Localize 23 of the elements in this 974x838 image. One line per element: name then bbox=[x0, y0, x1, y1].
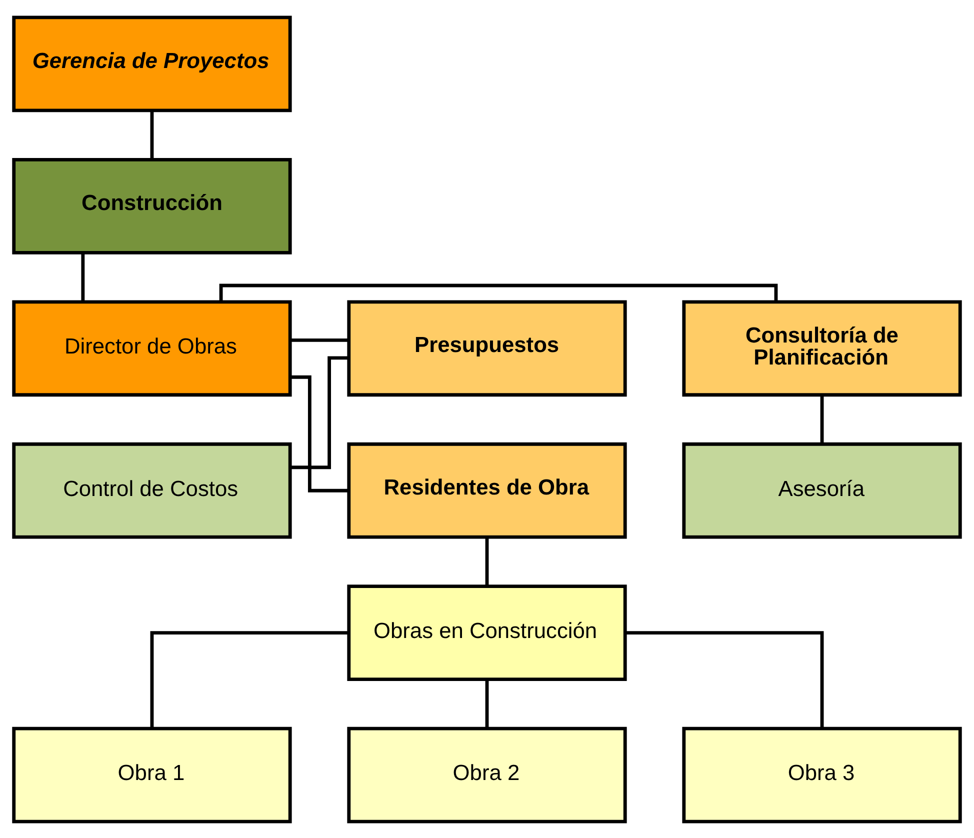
node-box: Gerencia de Proyectos bbox=[12, 15, 292, 112]
connector bbox=[820, 394, 824, 444]
connector bbox=[81, 252, 85, 302]
node-box: Obra 3 bbox=[682, 726, 962, 823]
connector bbox=[290, 356, 349, 469]
node-box: Obra 2 bbox=[347, 726, 627, 823]
connector bbox=[485, 536, 489, 586]
connector bbox=[219, 283, 778, 301]
node-box: Asesoría bbox=[682, 442, 962, 538]
connector bbox=[290, 338, 349, 342]
node-box: Obra 1 bbox=[12, 726, 292, 823]
node-box: Director de Obras bbox=[12, 300, 292, 396]
node-box: Consultoría de Planificación bbox=[682, 300, 962, 396]
node-box: Control de Costos bbox=[12, 442, 292, 538]
node-box: Obras en Construcción bbox=[347, 584, 627, 681]
connector bbox=[150, 630, 349, 728]
connector bbox=[625, 630, 824, 728]
connector bbox=[290, 374, 349, 492]
connector bbox=[150, 110, 154, 159]
node-box: Residentes de Obra bbox=[347, 442, 627, 538]
connector bbox=[485, 678, 489, 728]
node-box: Presupuestos bbox=[347, 300, 627, 396]
node-box: Construcción bbox=[12, 157, 292, 254]
